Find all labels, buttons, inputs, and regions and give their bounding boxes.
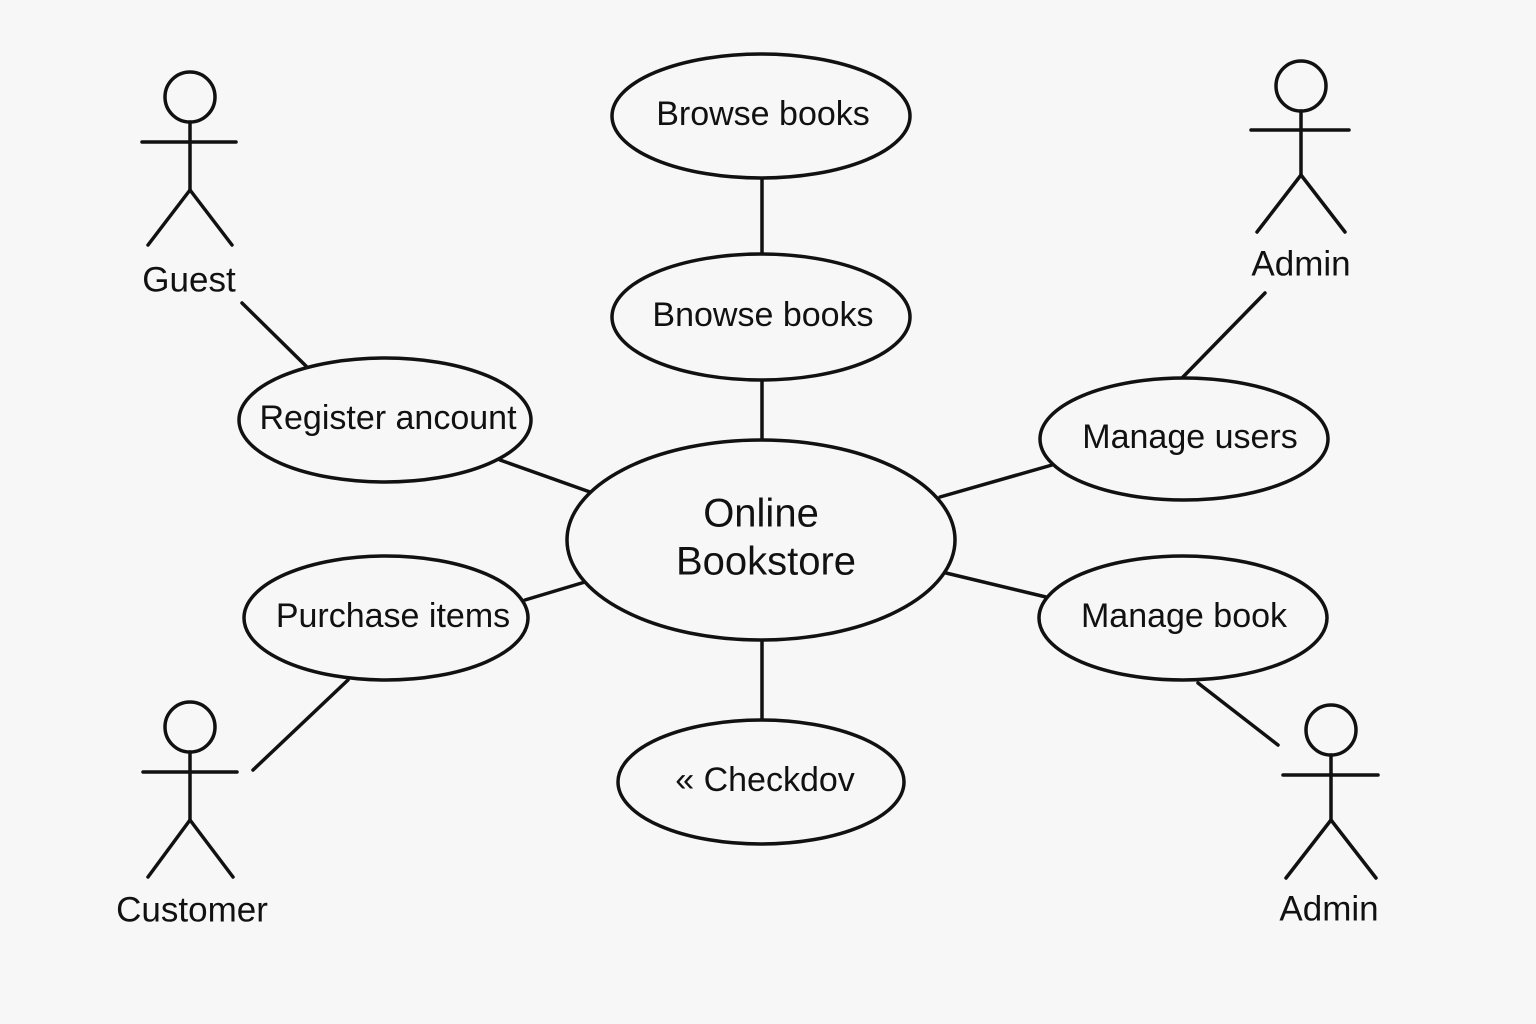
use-case-browse-books-top: Browse books xyxy=(610,52,912,180)
connectors xyxy=(240,176,1280,772)
use-case-ellipse xyxy=(1038,376,1330,502)
use-case-ellipse xyxy=(610,52,912,180)
actor-admin-bottom: Admin xyxy=(1279,703,1380,928)
connector-customer-to-purchase xyxy=(251,678,350,772)
connector-system-to-manage-book xyxy=(944,571,1048,599)
system-ellipse xyxy=(565,438,957,642)
system-label-line-2: Bookstore xyxy=(676,540,856,584)
use-case-browse-books-mid: Bnowse books xyxy=(610,252,912,382)
connector-register-to-system xyxy=(498,458,592,494)
use-case-label: Manage users xyxy=(1082,418,1297,456)
use-case-ellipse xyxy=(242,554,530,682)
connector-manage-book-to-admin-bottom xyxy=(1196,681,1280,747)
use-case-label: Register ancount xyxy=(259,399,517,437)
connector-manage-users-to-system xyxy=(938,463,1054,499)
connector-purchase-to-system xyxy=(523,580,587,602)
actor-customer: Customer xyxy=(116,700,268,929)
actor-guest: Guest xyxy=(140,70,238,299)
use-case-label: Browse books xyxy=(656,95,870,133)
use-case-ellipse xyxy=(237,356,533,484)
use-case-ellipse xyxy=(610,252,912,382)
connector-admin-top-to-manage-users xyxy=(1180,291,1267,380)
actor-label: Customer xyxy=(116,890,268,929)
actor-label: Guest xyxy=(142,260,236,299)
use-case-label: Bnowse books xyxy=(652,296,873,334)
use-case-ellipse xyxy=(616,718,906,846)
stick-figure-icon xyxy=(141,700,239,879)
use-case-manage-book: Manage book xyxy=(1037,554,1329,682)
actor-label: Admin xyxy=(1251,244,1350,283)
system-online-bookstore: Online Bookstore xyxy=(565,438,957,642)
use-case-checkout: « Checkdov xyxy=(616,718,906,846)
use-case-manage-users: Manage users xyxy=(1038,376,1330,502)
use-case-label: Purchase items xyxy=(276,597,510,635)
use-case-register-account: Register ancount xyxy=(237,356,533,484)
actor-admin-top: Admin xyxy=(1249,59,1351,283)
stick-figure-icon xyxy=(140,70,238,247)
connector-guest-to-register xyxy=(240,301,308,368)
stick-figure-icon xyxy=(1249,59,1351,234)
actor-label: Admin xyxy=(1279,889,1378,928)
system-label-line-1: Online xyxy=(703,492,819,536)
stick-figure-icon xyxy=(1281,703,1380,880)
use-case-ellipse xyxy=(1037,554,1329,682)
use-case-label: Manage book xyxy=(1081,597,1288,635)
use-case-label: « Checkdov xyxy=(675,761,855,799)
use-case-purchase-items: Purchase items xyxy=(242,554,530,682)
